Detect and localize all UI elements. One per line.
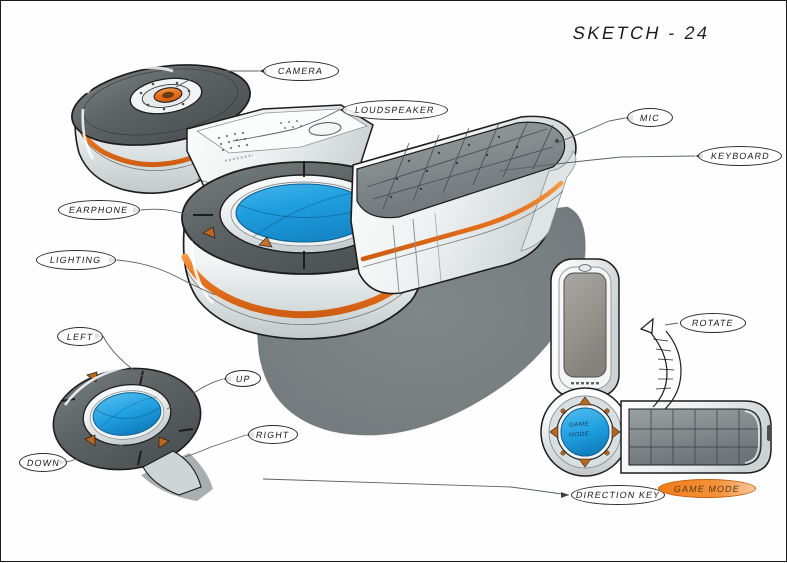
callout-label-game-mode: GAME MODE xyxy=(673,483,741,494)
callout-left[interactable]: LEFT xyxy=(57,327,103,346)
callout-label-rotate: ROTATE xyxy=(691,318,735,328)
callout-label-camera: CAMERA xyxy=(277,66,325,76)
callout-mic[interactable]: MIC xyxy=(627,108,673,127)
game-mode-hub xyxy=(540,387,630,477)
loudspeaker-grille xyxy=(217,131,249,152)
callout-game-mode[interactable]: GAME MODE xyxy=(658,479,756,498)
rotate-arrow-icon xyxy=(639,317,682,410)
callout-label-loudspeaker: LOUDSPEAKER xyxy=(354,105,436,115)
keyboard-keys xyxy=(366,120,554,210)
callout-label-earphone: EARPHONE xyxy=(68,205,130,215)
direction-key-detail xyxy=(52,365,202,496)
callout-right[interactable]: RIGHT xyxy=(248,425,298,444)
page-title: SKETCH - 24 xyxy=(571,23,712,43)
callout-down[interactable]: DOWN xyxy=(19,453,67,472)
callout-label-lighting: LIGHTING xyxy=(49,255,103,265)
game-mode-screen-module xyxy=(550,258,620,398)
keyboard-arm xyxy=(350,115,577,295)
callout-lighting[interactable]: LIGHTING xyxy=(36,250,116,270)
callout-label-right: RIGHT xyxy=(255,429,291,440)
callout-earphone[interactable]: EARPHONE xyxy=(58,200,140,220)
callout-keyboard[interactable]: KEYBOARD xyxy=(698,146,782,166)
callout-up[interactable]: UP xyxy=(225,370,261,387)
callout-rotate[interactable]: ROTATE xyxy=(680,313,746,333)
callout-label-up: UP xyxy=(234,373,252,384)
game-mode-screen-label-line2: MODE xyxy=(568,431,590,439)
callout-camera[interactable]: CAMERA xyxy=(263,61,339,81)
callout-label-keyboard: KEYBOARD xyxy=(709,151,771,161)
callout-loudspeaker[interactable]: LOUDSPEAKER xyxy=(342,100,448,120)
callout-label-down: DOWN xyxy=(25,457,61,468)
callout-label-left: LEFT xyxy=(66,331,94,342)
callout-label-direction-key: DIRECTION KEY xyxy=(575,490,661,500)
callout-direction-key[interactable]: DIRECTION KEY xyxy=(571,485,665,505)
callout-label-mic: MIC xyxy=(639,112,661,123)
game-mode-screen-label-line1: GAME xyxy=(568,421,590,429)
game-mode-keypad-arm xyxy=(620,400,772,474)
